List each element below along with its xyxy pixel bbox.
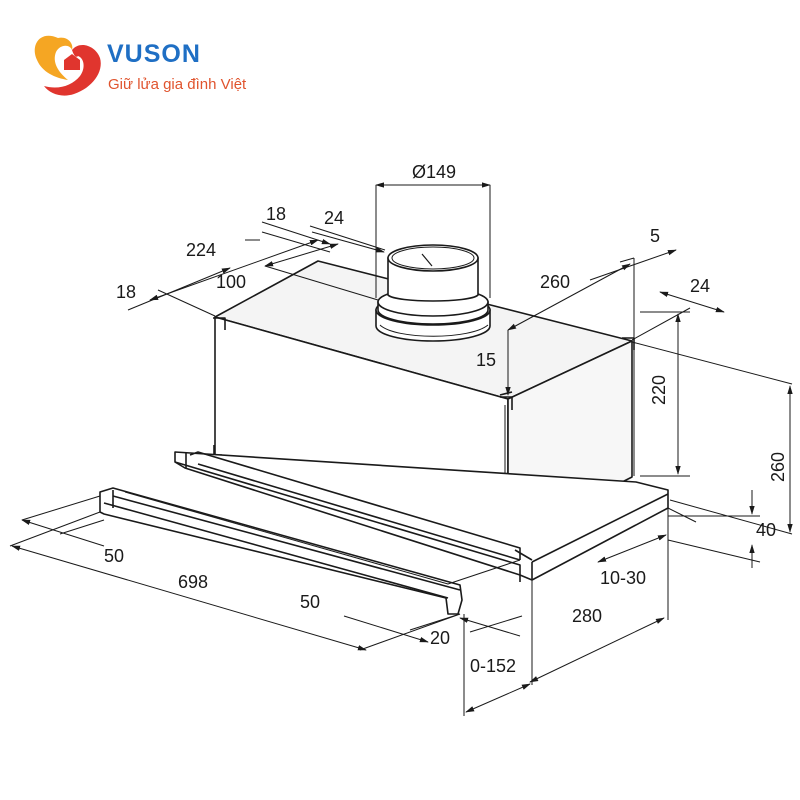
dim-top-260: [507, 263, 631, 331]
label-front-10-30: 10-30: [600, 568, 646, 588]
label-front-20: 20: [430, 628, 450, 648]
label-top-224: 224: [186, 240, 216, 260]
label-top-24-a: 24: [324, 208, 344, 228]
dim-top-5: [589, 249, 677, 281]
label-top-5: 5: [650, 226, 660, 246]
dim-right-24: [659, 291, 725, 313]
dim-top-24: [311, 231, 385, 253]
dim-slide-0-152: [465, 683, 531, 713]
label-side-220: 220: [649, 375, 669, 405]
hood-body: [99, 260, 669, 615]
label-front-50: 50: [300, 592, 320, 612]
label-front-15: 15: [476, 350, 496, 370]
dim-top-100: [264, 243, 339, 267]
brand-slogan: Giữ lửa gia đình Việt: [108, 76, 247, 93]
dim-top-18: [261, 221, 331, 245]
dim-left-18: [127, 267, 231, 311]
brand-logo: VUSON Giữ lửa gia đình Việt: [0, 0, 300, 110]
label-right-24: 24: [690, 276, 710, 296]
dim-width-698: [11, 545, 367, 651]
label-side-40: 40: [756, 520, 776, 540]
label-top-18-a: 18: [266, 204, 286, 224]
label-left-50: 50: [104, 546, 124, 566]
label-depth-280: 280: [572, 606, 602, 626]
brand-name: VUSON: [107, 40, 201, 68]
label-top-260: 260: [540, 272, 570, 292]
label-duct-diameter: Ø149: [412, 162, 456, 182]
flame-house-logo-icon: [34, 35, 101, 96]
label-slide-0-152: 0-152: [470, 656, 516, 676]
label-top-100: 100: [216, 272, 246, 292]
dim-front-20: [459, 617, 521, 637]
duct-collar: [375, 244, 491, 342]
dim-front-50: [343, 615, 429, 643]
dim-front-10-30: [597, 534, 667, 563]
dim-depth-280: [529, 617, 665, 683]
label-width-698: 698: [178, 572, 208, 592]
dimension-lines: Ø149 18 24 224 100 18 5 260 24 15 220 26…: [9, 162, 793, 716]
label-left-18: 18: [116, 282, 136, 302]
label-side-260: 260: [768, 452, 788, 482]
